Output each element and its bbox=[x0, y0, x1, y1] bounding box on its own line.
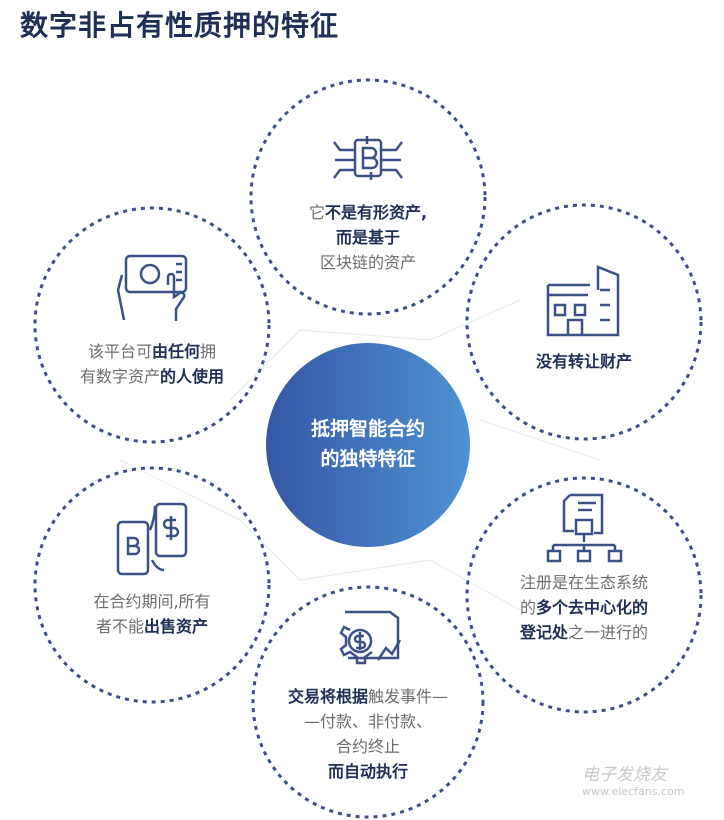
feature-text-emphasis: 没有转让财产 bbox=[535, 352, 633, 371]
feature-text-emphasis: 登记处 bbox=[519, 623, 568, 642]
feature-text-line: 而是基于 bbox=[309, 225, 427, 250]
center-label-line: 抵押智能合约 bbox=[310, 418, 426, 440]
watermark-name: 电子发烧友 bbox=[582, 765, 667, 785]
feature-text-emphasis: 出售资产 bbox=[144, 617, 209, 636]
feature-text-upper-left: 该平台可由任何拥有数字资产的人使用 bbox=[80, 339, 224, 389]
feature-circle-upper-left bbox=[33, 206, 271, 444]
feature-circle-top bbox=[249, 78, 487, 316]
building-icon bbox=[546, 265, 620, 337]
feature-text-emphasis: 交易将根据 bbox=[287, 687, 368, 706]
circuit-bitcoin-icon bbox=[333, 136, 403, 180]
feature-text-emphasis: 由任何 bbox=[151, 342, 200, 361]
feature-text-line: —付款、非付款、 bbox=[288, 709, 448, 734]
feature-text-line: 交易将根据触发事件— bbox=[288, 684, 448, 709]
phones-bitcoin-dollar-icon bbox=[116, 502, 188, 576]
center-label: 抵押智能合约 的独特特征 bbox=[311, 414, 425, 474]
feature-text-line: 登记处之一进行的 bbox=[520, 620, 648, 645]
network-lines bbox=[119, 299, 601, 611]
feature-text-emphasis: 不是有形资产, bbox=[324, 203, 428, 222]
feature-text-lower-right: 注册是在生态系统的多个去中心化的登记处之一进行的 bbox=[520, 570, 648, 645]
feature-text-segment: 区块链的资产 bbox=[319, 253, 417, 272]
feature-text-line: 者不能出售资产 bbox=[93, 614, 210, 639]
feature-text-segment: —付款、非付款、 bbox=[303, 712, 432, 731]
watermark-url: www.elecfans.com bbox=[582, 785, 685, 798]
document-hierarchy-icon bbox=[546, 493, 623, 563]
feature-circle-upper-right bbox=[465, 203, 703, 441]
feature-text-line: 有数字资产的人使用 bbox=[80, 364, 224, 389]
page-title: 数字非占有性质押的特征 bbox=[20, 9, 340, 42]
feature-circle-lower-right bbox=[465, 476, 703, 714]
feature-text-line: 合约终止 bbox=[288, 734, 448, 759]
feature-text-lower-left: 在合约期间,所有者不能出售资产 bbox=[93, 589, 210, 639]
feature-text-line: 而自动执行 bbox=[288, 759, 448, 784]
feature-text-segment: 在合约期间,所有 bbox=[93, 592, 211, 611]
feature-text-emphasis: 的人使用 bbox=[160, 367, 225, 386]
feature-text-segment: 该平台可 bbox=[87, 342, 152, 361]
watermark: 电子发烧友 www.elecfans.com bbox=[582, 760, 684, 798]
feature-text-line: 在合约期间,所有 bbox=[93, 589, 210, 614]
feature-text-line: 该平台可由任何拥 bbox=[80, 339, 224, 364]
feature-text-emphasis: 而是基于 bbox=[335, 228, 401, 247]
feature-circle-bottom bbox=[251, 585, 485, 819]
feature-text-upper-right: 没有转让财产 bbox=[536, 349, 632, 374]
feature-text-segment: 注册是在生态系统 bbox=[519, 573, 648, 592]
feature-text-segment: 的 bbox=[519, 598, 536, 617]
feature-text-segment: 触发事件— bbox=[368, 687, 449, 706]
dollar-gear-document-icon bbox=[339, 610, 402, 665]
feature-text-top: 它不是有形资产, 而是基于区块链的资产 bbox=[309, 200, 427, 275]
feature-text-line: 没有转让财产 bbox=[536, 349, 632, 374]
feature-circle-lower-left bbox=[33, 466, 271, 704]
center-circle bbox=[266, 343, 470, 547]
feature-text-emphasis: 而自动执行 bbox=[327, 762, 408, 781]
feature-text-bottom: 交易将根据触发事件— —付款、非付款、合约终止而自动执行 bbox=[288, 684, 448, 784]
feature-text-segment: 它 bbox=[308, 203, 325, 222]
hands-tablet-bitcoin-icon bbox=[116, 254, 188, 321]
feature-text-segment: 之一进行的 bbox=[568, 623, 649, 642]
feature-text-segment: 拥 bbox=[200, 342, 217, 361]
feature-text-segment: 有数字资产 bbox=[79, 367, 160, 386]
center-label-line: 的独特特征 bbox=[320, 448, 416, 470]
feature-text-line: 它不是有形资产, bbox=[309, 200, 427, 225]
feature-text-segment: 者不能 bbox=[95, 617, 144, 636]
feature-text-line: 区块链的资产 bbox=[309, 250, 427, 275]
feature-text-segment: 合约终止 bbox=[335, 737, 400, 756]
feature-text-emphasis: 多个去中心化的 bbox=[536, 598, 649, 617]
feature-text-line: 注册是在生态系统 bbox=[520, 570, 648, 595]
feature-text-line: 的多个去中心化的 bbox=[520, 595, 648, 620]
